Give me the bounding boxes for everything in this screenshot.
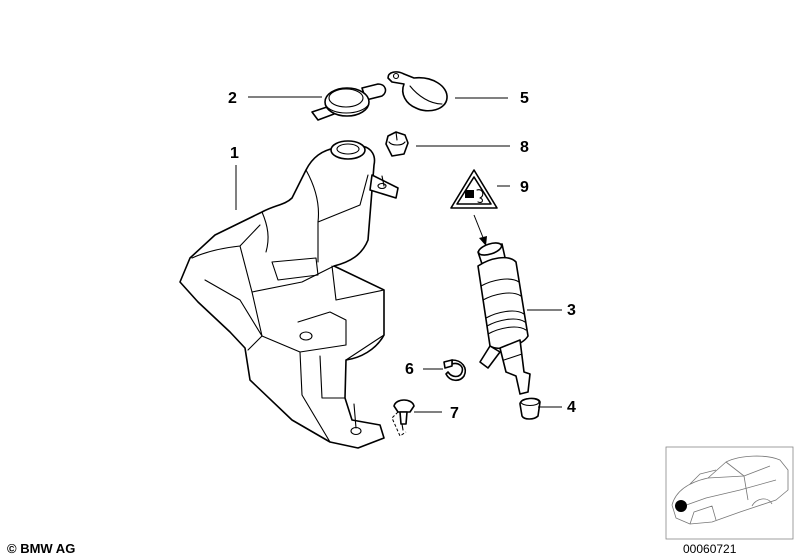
callout-5: 5 bbox=[520, 90, 529, 107]
callout-3: 3 bbox=[567, 302, 576, 319]
callout-7: 7 bbox=[450, 405, 459, 422]
expanding-rivet[interactable] bbox=[393, 399, 415, 431]
leader-lines bbox=[235, 96, 562, 437]
warning-triangle-icon bbox=[450, 169, 498, 209]
callout-9: 9 bbox=[520, 179, 529, 196]
filler-cap[interactable] bbox=[311, 83, 387, 121]
callout-8: 8 bbox=[520, 139, 529, 156]
locator-marker bbox=[675, 500, 687, 512]
washer-pump[interactable] bbox=[477, 241, 531, 395]
car-locator-thumbnail bbox=[665, 446, 794, 540]
diagram-code: 00060721 bbox=[683, 542, 737, 556]
copyright-label: © BMW AG bbox=[7, 541, 75, 556]
callout-1: 1 bbox=[230, 145, 239, 162]
rubber-grommet[interactable] bbox=[385, 131, 409, 157]
label-arrow bbox=[473, 214, 487, 246]
callout-2: 2 bbox=[228, 90, 237, 107]
callout-6: 6 bbox=[405, 361, 414, 378]
callout-4: 4 bbox=[567, 399, 576, 416]
sealing-flap[interactable] bbox=[387, 71, 448, 112]
hose-clamp[interactable] bbox=[443, 359, 467, 382]
pump-grommet[interactable] bbox=[519, 397, 541, 420]
washer-fluid-reservoir[interactable] bbox=[179, 140, 399, 449]
